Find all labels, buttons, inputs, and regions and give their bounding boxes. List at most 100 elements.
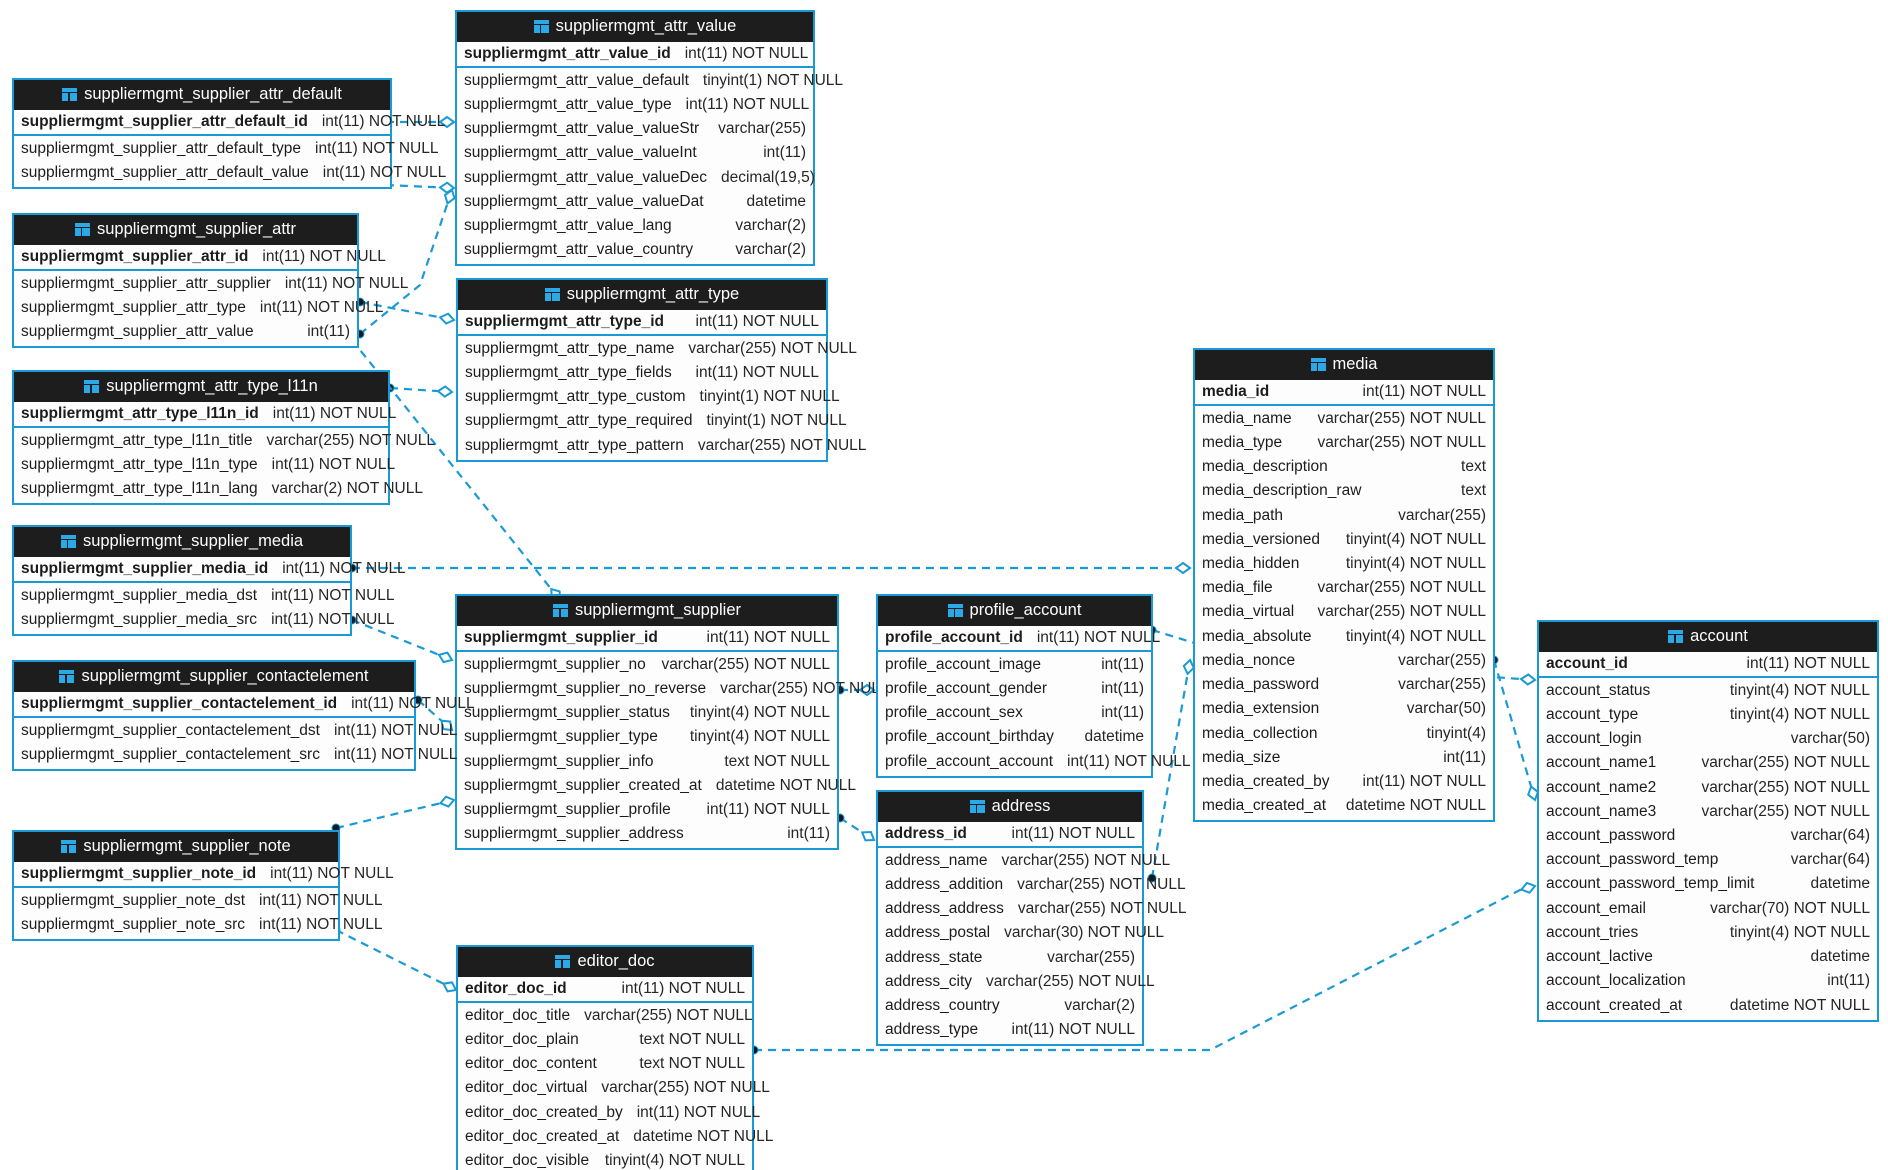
table-icon <box>533 19 549 33</box>
field-name: suppliermgmt_attr_value_country <box>464 241 694 259</box>
field-type: int(11) NOT NULL <box>1746 654 1870 672</box>
field-row: media_password varchar(255) <box>1195 673 1493 698</box>
field-type: tinyint(1) NOT NULL <box>702 71 844 89</box>
entity-suppliermgmt_supplier_attr[interactable]: suppliermgmt_supplier_attr suppliermgmt_s… <box>12 213 408 349</box>
entity-header-suppliermgmt_supplier_media: suppliermgmt_supplier_media <box>14 527 350 557</box>
field-type: int(11) NOT NULL <box>272 404 397 422</box>
field-name: account_password_temp <box>1546 851 1719 869</box>
entity-title: suppliermgmt_supplier <box>575 601 741 619</box>
field-type: datetime <box>746 192 806 210</box>
field-name: media_absolute <box>1202 627 1312 645</box>
field-type: int(11) NOT NULL <box>282 559 406 577</box>
field-name: profile_account_sex <box>885 704 1023 722</box>
relationship-target-marker <box>436 385 454 398</box>
entity-title: profile_account <box>969 601 1082 619</box>
field-type: tinyint(4) NOT NULL <box>1345 530 1486 548</box>
field-type: tinyint(4) <box>1426 724 1486 742</box>
field-name: suppliermgmt_attr_type_l11n_lang <box>21 480 258 498</box>
relationship-target-marker <box>1519 881 1537 894</box>
field-type: tinyint(4) NOT NULL <box>1729 923 1870 941</box>
field-type: varchar(2) <box>1064 997 1135 1015</box>
field-name: media_file <box>1202 579 1273 597</box>
field-name: suppliermgmt_supplier_attr_type <box>21 298 246 316</box>
field-name: editor_doc_id <box>465 979 567 997</box>
field-type: varchar(255) NOT NULL <box>601 1079 770 1097</box>
entity-suppliermgmt_supplier[interactable]: suppliermgmt_supplier suppliermgmt_suppli… <box>455 594 889 851</box>
field-type: datetime NOT NULL <box>715 776 856 794</box>
field-type: varchar(255) <box>1398 676 1486 694</box>
field-type: varchar(255) NOT NULL <box>1317 409 1486 427</box>
field-name: suppliermgmt_attr_value_valueDec <box>464 168 707 186</box>
field-row: suppliermgmt_supplier_attr_default_value… <box>14 160 446 186</box>
entity-profile_account[interactable]: profile_account profile_account_id int(11)… <box>876 594 1191 778</box>
field-type: int(11) NOT NULL <box>695 312 819 330</box>
field-type: tinyint(4) NOT NULL <box>1729 681 1870 699</box>
field-type: text NOT NULL <box>639 1030 745 1048</box>
field-type: int(11) NOT NULL <box>1362 382 1486 400</box>
field-type: int(11) NOT NULL <box>636 1103 761 1121</box>
field-type: int(11) <box>1101 704 1144 722</box>
field-type: datetime <box>1810 875 1870 893</box>
entity-header-suppliermgmt_supplier_attr: suppliermgmt_supplier_attr <box>14 215 357 245</box>
field-type: int(11) <box>787 825 830 843</box>
field-name: suppliermgmt_supplier_created_at <box>464 776 702 794</box>
field-type: decimal(19,5) <box>720 168 815 186</box>
field-type: text <box>1461 458 1486 476</box>
field-type: int(11) NOT NULL <box>621 979 745 997</box>
field-type: int(11) <box>307 323 350 341</box>
field-name: suppliermgmt_supplier_note_src <box>21 915 246 933</box>
field-type: int(11) NOT NULL <box>1067 752 1191 770</box>
field-name: profile_account_id <box>885 628 1023 646</box>
field-name: account_tries <box>1546 923 1639 941</box>
relationship-target-marker <box>438 795 456 808</box>
field-type: varchar(70) NOT NULL <box>1710 899 1870 917</box>
field-type: varchar(2) NOT NULL <box>271 480 423 498</box>
field-type: varchar(255) NOT NULL <box>1701 802 1870 820</box>
table-icon <box>1310 357 1326 371</box>
field-type: varchar(255) NOT NULL <box>697 436 867 454</box>
field-type: int(11) NOT NULL <box>321 112 446 130</box>
field-type: varchar(255) NOT NULL <box>661 655 830 673</box>
field-name: media_password <box>1202 676 1320 694</box>
entity-title: suppliermgmt_supplier_media <box>82 532 304 550</box>
field-name: suppliermgmt_supplier_attr_id <box>21 247 249 265</box>
entity-suppliermgmt_supplier_media[interactable]: suppliermgmt_supplier_media suppliermgmt_… <box>12 525 406 637</box>
field-type: int(11) NOT NULL <box>259 298 384 316</box>
field-name: suppliermgmt_supplier_contactelement_src <box>21 745 320 763</box>
relationship-rel-supnote-editordoc <box>331 795 456 833</box>
